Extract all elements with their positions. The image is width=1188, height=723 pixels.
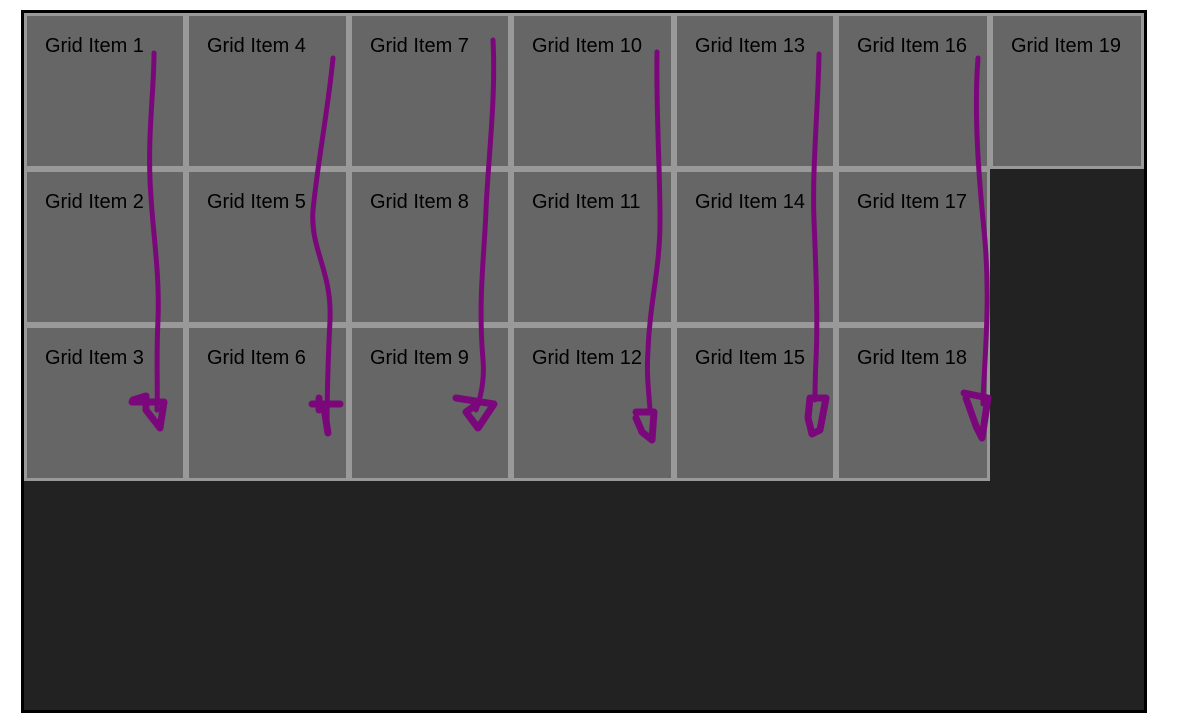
grid-item-label: Grid Item 15 bbox=[695, 347, 806, 369]
grid-item-1[interactable]: Grid Item 1 bbox=[24, 13, 186, 169]
grid-item-11[interactable]: Grid Item 11 bbox=[511, 169, 674, 325]
grid-item-label: Grid Item 17 bbox=[857, 191, 968, 213]
grid-item-4[interactable]: Grid Item 4 bbox=[186, 13, 349, 169]
grid-item-10[interactable]: Grid Item 10 bbox=[511, 13, 674, 169]
grid-item-label: Grid Item 11 bbox=[532, 191, 641, 213]
grid-item-label: Grid Item 6 bbox=[207, 347, 306, 369]
grid-item-label: Grid Item 14 bbox=[695, 191, 806, 213]
grid-item-label: Grid Item 18 bbox=[857, 347, 968, 369]
grid-item-19[interactable]: Grid Item 19 bbox=[990, 13, 1144, 169]
grid-item-3[interactable]: Grid Item 3 bbox=[24, 325, 186, 481]
grid-item-label: Grid Item 12 bbox=[532, 347, 643, 369]
grid-item-9[interactable]: Grid Item 9 bbox=[349, 325, 511, 481]
grid-item-16[interactable]: Grid Item 16 bbox=[836, 13, 990, 169]
grid-item-18[interactable]: Grid Item 18 bbox=[836, 325, 990, 481]
grid-item-label: Grid Item 16 bbox=[857, 35, 968, 57]
grid-item-label: Grid Item 2 bbox=[45, 191, 144, 213]
grid-item-13[interactable]: Grid Item 13 bbox=[674, 13, 836, 169]
grid-item-label: Grid Item 5 bbox=[207, 191, 306, 213]
grid-item-8[interactable]: Grid Item 8 bbox=[349, 169, 511, 325]
grid-item-label: Grid Item 8 bbox=[370, 191, 469, 213]
grid-container: Grid Item 1 Grid Item 2 Grid Item 3 Grid… bbox=[21, 10, 1147, 713]
grid-item-label: Grid Item 4 bbox=[207, 35, 306, 57]
grid-item-7[interactable]: Grid Item 7 bbox=[349, 13, 511, 169]
grid-item-label: Grid Item 10 bbox=[532, 35, 643, 57]
grid-item-2[interactable]: Grid Item 2 bbox=[24, 169, 186, 325]
grid-item-17[interactable]: Grid Item 17 bbox=[836, 169, 990, 325]
grid-item-label: Grid Item 1 bbox=[45, 35, 144, 57]
grid-item-15[interactable]: Grid Item 15 bbox=[674, 325, 836, 481]
grid-item-label: Grid Item 19 bbox=[1011, 35, 1122, 57]
grid-item-14[interactable]: Grid Item 14 bbox=[674, 169, 836, 325]
grid-item-6[interactable]: Grid Item 6 bbox=[186, 325, 349, 481]
grid-item-label: Grid Item 9 bbox=[370, 347, 469, 369]
grid-item-label: Grid Item 3 bbox=[45, 347, 144, 369]
grid-item-label: Grid Item 7 bbox=[370, 35, 469, 57]
grid-item-label: Grid Item 13 bbox=[695, 35, 806, 57]
grid-item-5[interactable]: Grid Item 5 bbox=[186, 169, 349, 325]
grid-item-12[interactable]: Grid Item 12 bbox=[511, 325, 674, 481]
